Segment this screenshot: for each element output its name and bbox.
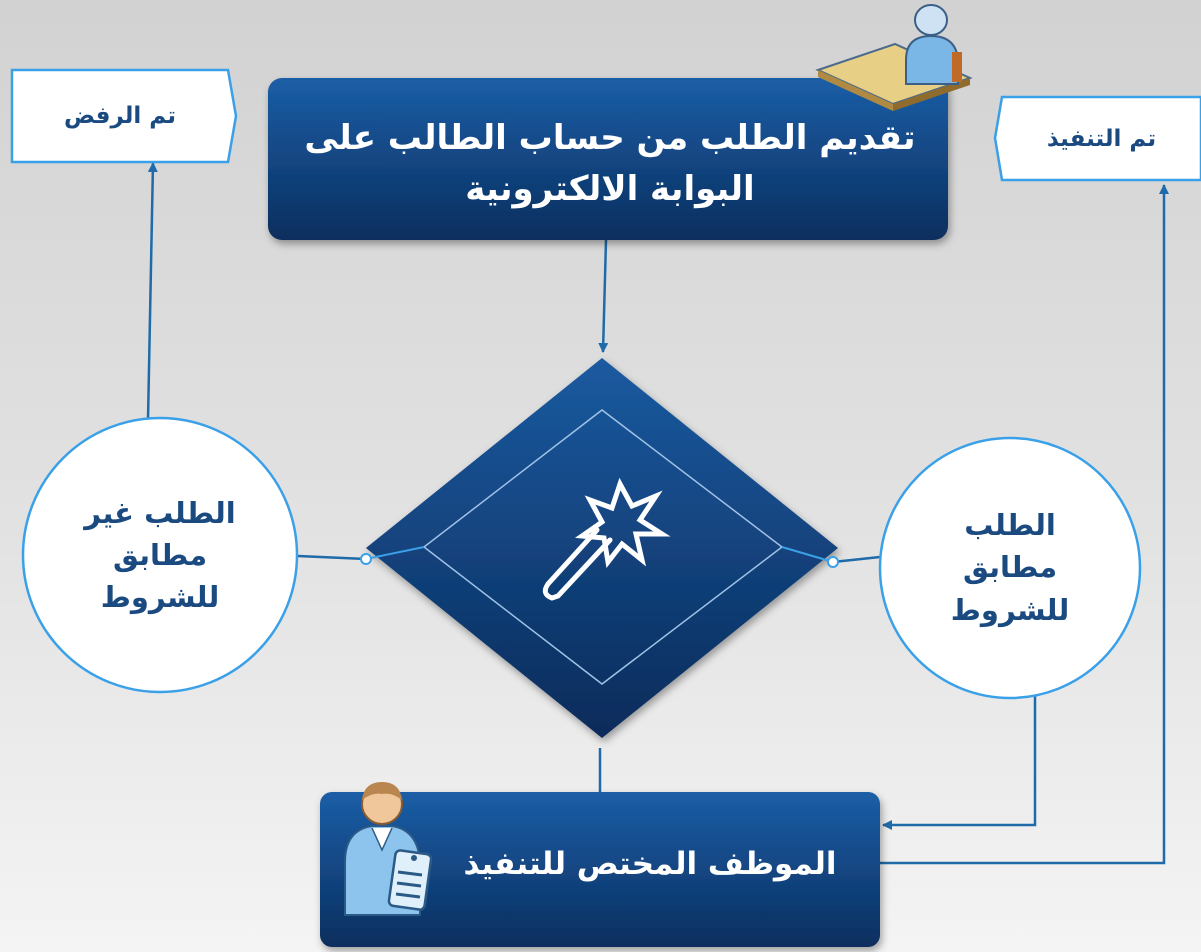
employee-badge-icon xyxy=(344,782,433,916)
connector-left-circle-to-rejected xyxy=(146,162,158,421)
not-matching-circle-text: الطلب غير مطابق للشروط xyxy=(84,495,236,615)
connector-start-to-decision xyxy=(598,239,609,353)
start-box-title: تقديم الطلب من حساب الطالب على البوابة ا… xyxy=(304,118,916,209)
executed-tag-shape xyxy=(993,95,1201,182)
start-box-shape xyxy=(268,78,948,240)
connector-decision-to-left-circle xyxy=(297,554,367,561)
decision-diamond xyxy=(360,358,839,738)
connector-decision-to-right-circle xyxy=(832,555,881,564)
connector-right-circle-to-employee xyxy=(882,690,1037,830)
magic-wand-icon xyxy=(542,477,671,601)
employee-box-title: الموظف المختص للتنفيذ xyxy=(463,846,837,882)
user-at-computer-icon xyxy=(815,4,973,111)
not-matching-circle-shape xyxy=(21,416,299,694)
matching-circle-shape xyxy=(878,436,1142,700)
rejected-tag-text: تم الرفض xyxy=(64,103,176,129)
executed-tag-text: تم التنفيذ xyxy=(1046,125,1157,152)
rejected-tag-shape xyxy=(10,68,238,164)
matching-circle-text: الطلب مطابق للشروط xyxy=(950,508,1070,627)
right-connection-point xyxy=(827,556,839,568)
left-connection-point xyxy=(360,553,372,565)
employee-box-shape xyxy=(320,792,880,947)
